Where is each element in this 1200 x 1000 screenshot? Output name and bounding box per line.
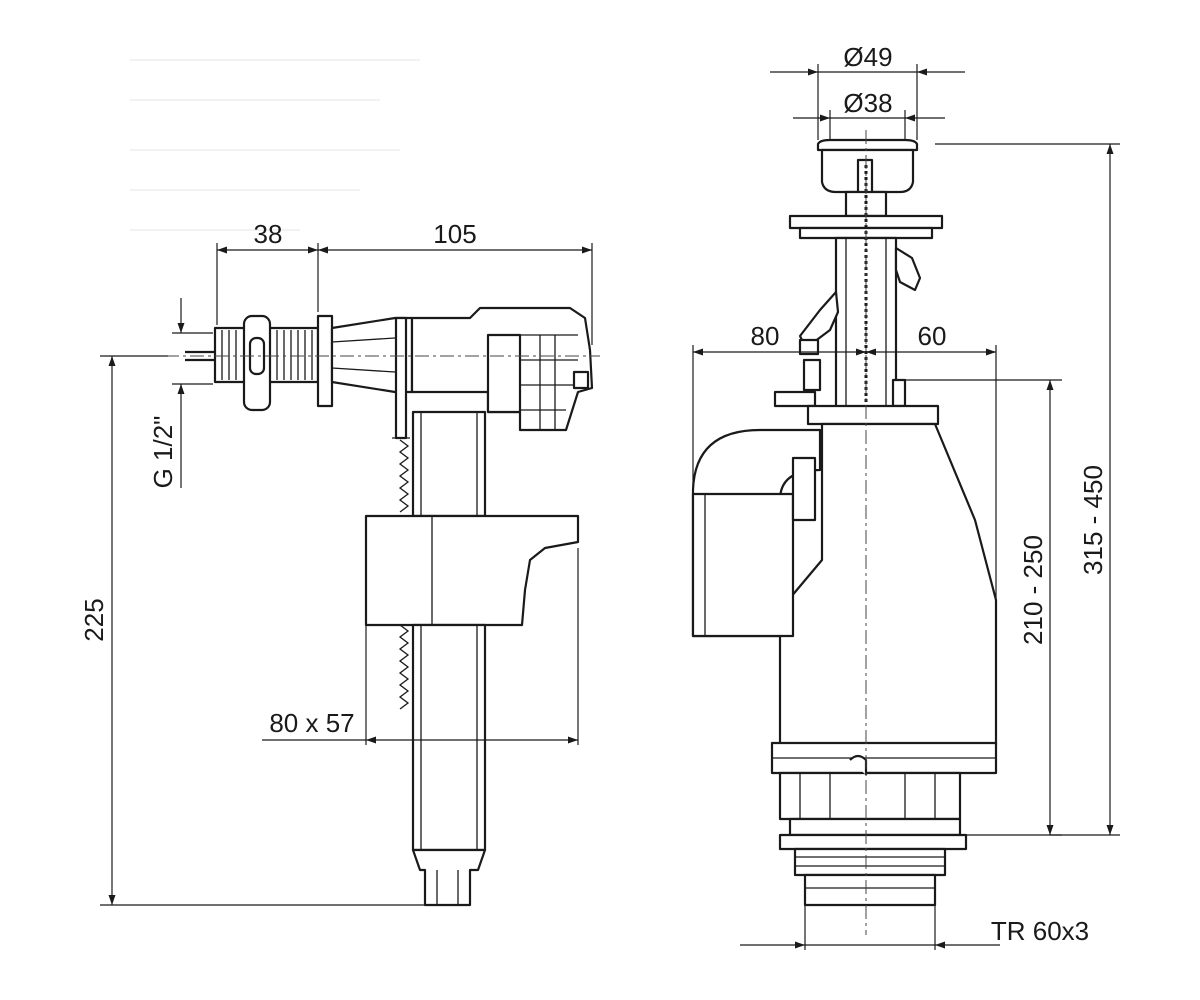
- dim-210-250-label: 210 - 250: [1018, 535, 1048, 645]
- dim-d49-label: Ø49: [843, 42, 892, 72]
- dim-thread-label: TR 60x3: [991, 916, 1089, 946]
- dim-d38-label: Ø38: [843, 88, 892, 118]
- flush-valve-drawing: [691, 130, 998, 935]
- fill-valve-drawing: [165, 306, 600, 907]
- flush-valve-dimensions: Ø49 Ø38 80 60 210 - 250 315 - 450 TR 60x…: [692, 42, 1120, 950]
- dim-float-label: 80 x 57: [269, 708, 354, 738]
- dim-60-label: 60: [918, 321, 947, 351]
- dim-thread-label: G 1/2": [148, 416, 178, 489]
- fill-valve-dimensions: 38 105 G 1/2" 225 80 x 57: [79, 219, 593, 906]
- dim-38-label: 38: [254, 219, 283, 249]
- dim-225-label: 225: [79, 598, 109, 641]
- dim-105-label: 105: [433, 219, 476, 249]
- dim-80-label: 80: [751, 321, 780, 351]
- background-artifacts: [130, 59, 420, 231]
- dim-315-450-label: 315 - 450: [1078, 465, 1108, 575]
